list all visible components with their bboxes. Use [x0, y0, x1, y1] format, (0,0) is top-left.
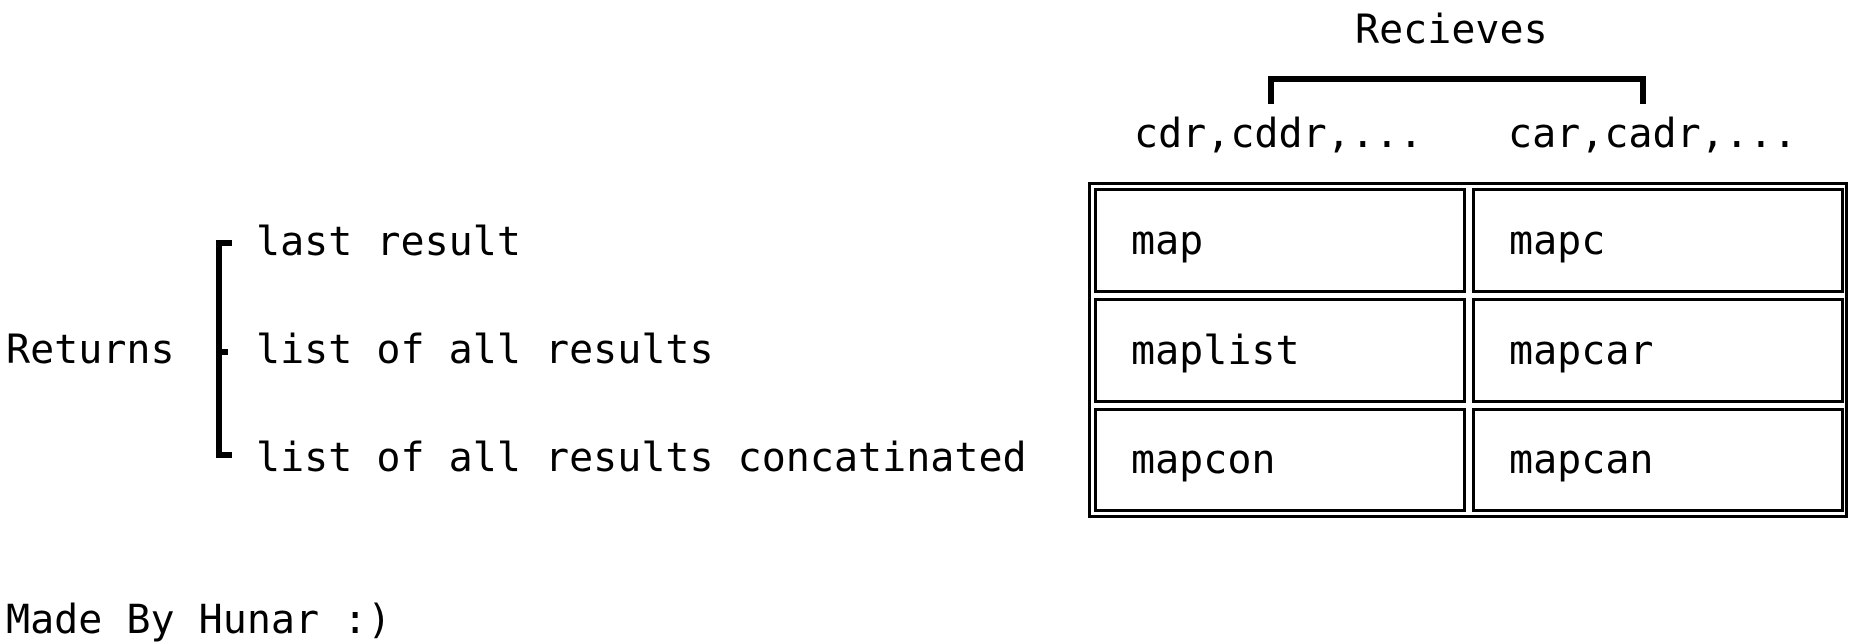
column-header-car: car,cadr,...	[1508, 111, 1797, 157]
returns-label: Returns	[6, 327, 175, 373]
footer-credit: Made By Hunar :)	[6, 597, 392, 643]
table-cell-mapcan: mapcan	[1472, 408, 1844, 512]
table-cell-map: map	[1094, 188, 1466, 293]
return-item-last-result: last result	[256, 219, 521, 265]
table-cell-mapcar: mapcar	[1472, 298, 1844, 403]
top-bracket	[1268, 76, 1646, 104]
table-cell-mapcon: mapcon	[1094, 408, 1466, 512]
map-functions-table: map mapc maplist mapcar mapcon mapcan	[1088, 182, 1848, 518]
return-item-list-of-all-results: list of all results	[256, 327, 714, 373]
table-cell-maplist: maplist	[1094, 298, 1466, 403]
table-cell-mapc: mapc	[1472, 188, 1844, 293]
left-bracket-tick-bottom	[216, 452, 232, 458]
left-bracket-tick-top	[216, 240, 232, 246]
return-item-concatenated-results: list of all results concatinated	[256, 435, 1027, 481]
left-bracket-tick-middle	[216, 349, 228, 355]
column-header-cdr: cdr,cddr,...	[1134, 111, 1423, 157]
recieves-label: Recieves	[1355, 7, 1548, 53]
